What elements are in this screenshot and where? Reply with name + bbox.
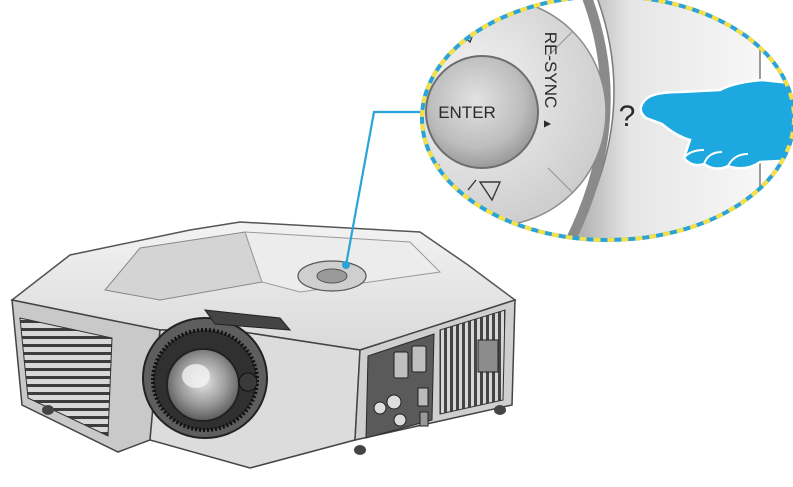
callout-connector-line — [344, 110, 432, 266]
audio-jack-3 — [393, 413, 407, 427]
power-socket — [477, 339, 499, 373]
projector — [10, 221, 517, 469]
vga-port-1 — [393, 351, 409, 379]
enter-label: ENTER — [438, 103, 496, 122]
audio-jack-1 — [373, 401, 387, 415]
usb-port — [419, 411, 429, 427]
resync-label[interactable]: RE-SYNC — [541, 32, 560, 109]
ir-receiver — [238, 372, 258, 392]
callout-magnifier: ENTER RE-SYNC ▲ ? — [420, 0, 793, 242]
audio-jack-2 — [386, 394, 402, 410]
side-vent-grille — [439, 309, 506, 415]
pointing-hand-icon — [639, 78, 793, 170]
down-arrow-icon[interactable] — [478, 181, 502, 202]
hdmi-port — [417, 387, 429, 407]
help-icon[interactable]: ? — [619, 100, 636, 133]
zoom-slider — [203, 309, 292, 331]
vga-port-2 — [411, 345, 427, 373]
enter-button[interactable] — [425, 55, 539, 169]
front-vent-grille — [19, 317, 113, 437]
resync-arrow-icon[interactable]: ▲ — [541, 118, 555, 130]
